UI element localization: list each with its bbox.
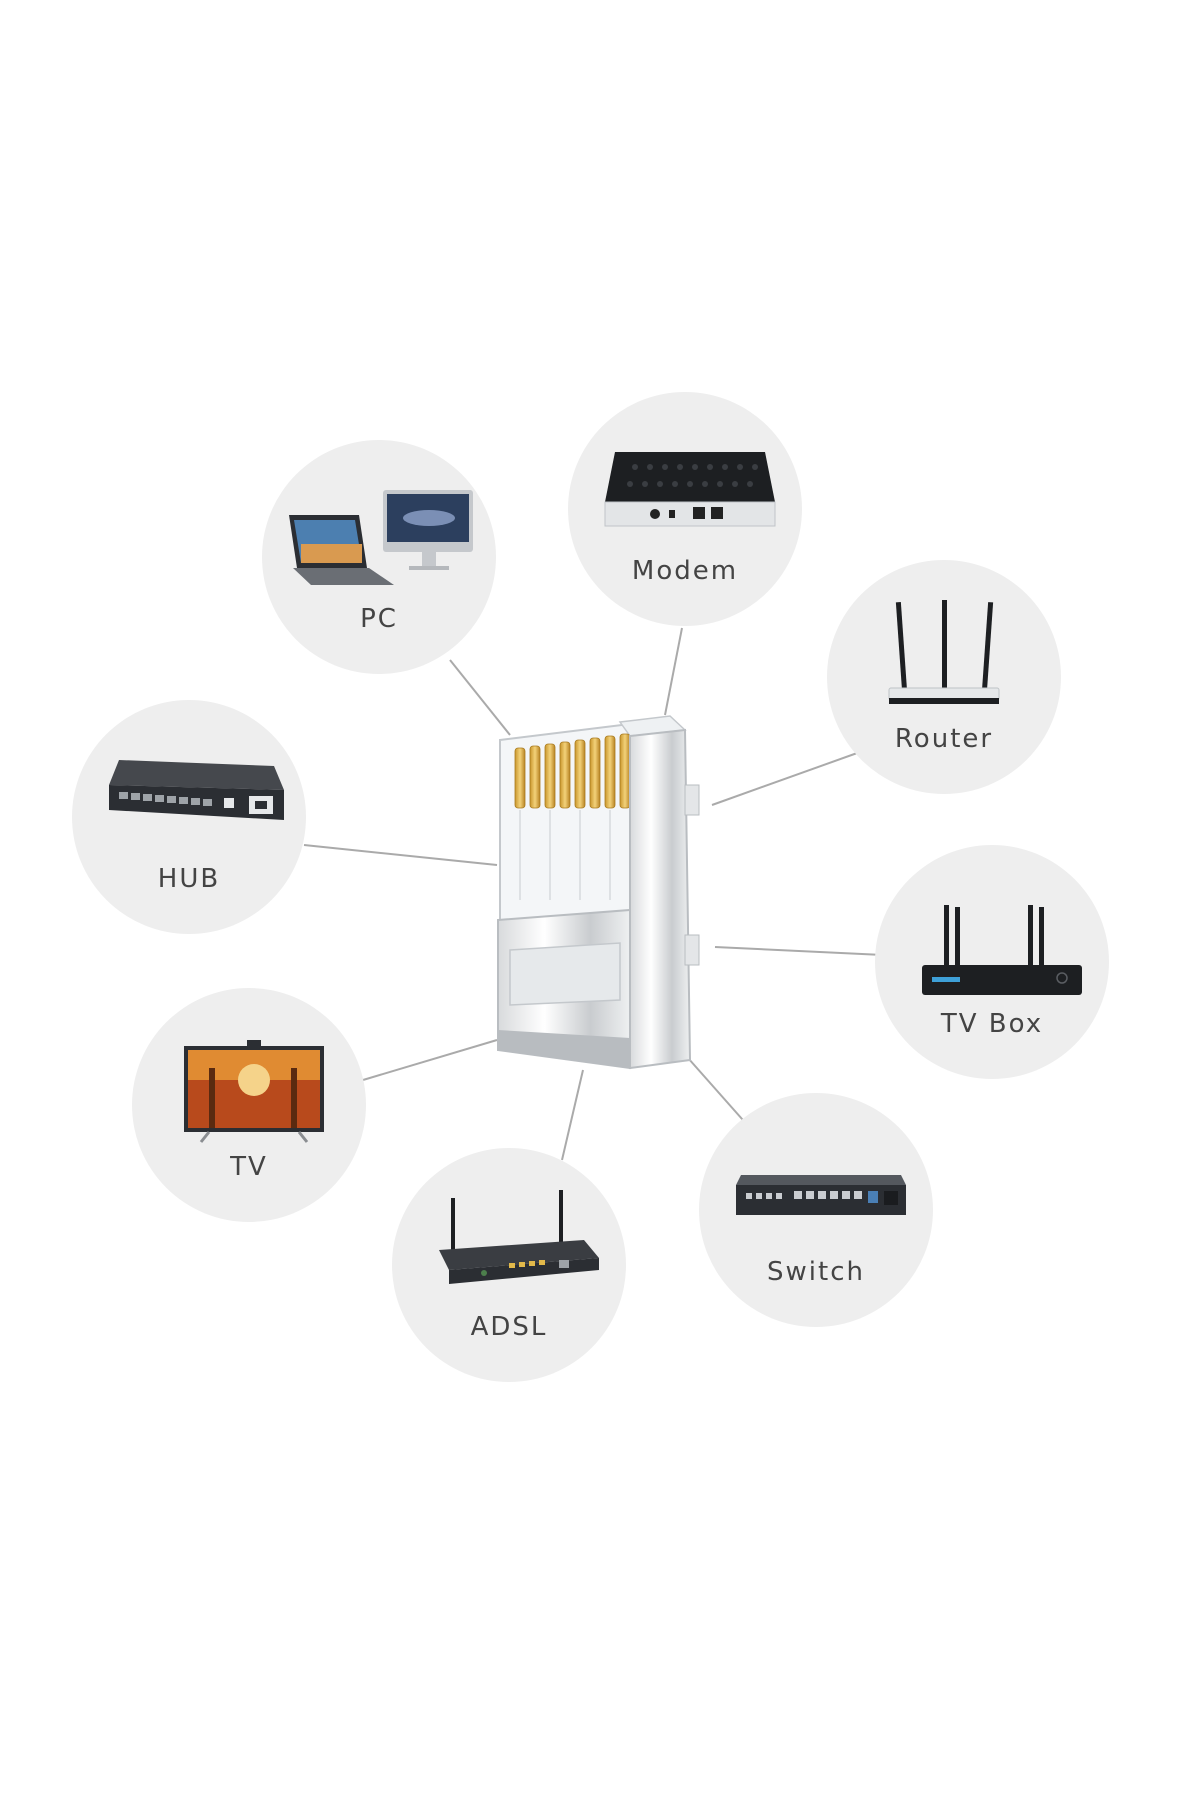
device-bubble-router: Router (827, 560, 1061, 794)
device-bubble-pc: PC (262, 440, 496, 674)
device-label: PC (360, 604, 398, 634)
pc-icon (289, 490, 473, 585)
device-bubble-tvbox: TV Box (875, 845, 1109, 1079)
hub-icon (109, 760, 284, 820)
device-label: Switch (767, 1257, 865, 1287)
device-label: HUB (157, 864, 221, 894)
tv-icon (184, 1040, 324, 1143)
device-bubble-adsl: ADSL (392, 1148, 626, 1382)
rj45-connector (497, 715, 700, 1070)
line-adsl (561, 1069, 584, 1161)
line-router (711, 751, 861, 806)
device-bubble-switch: Switch (699, 1093, 933, 1327)
line-tvbox (714, 946, 884, 956)
router-icon (888, 600, 1000, 704)
device-bubble-hub: HUB (72, 700, 306, 934)
line-modem (664, 627, 683, 716)
modem-icon (604, 452, 776, 527)
device-bubble-tv: TV (132, 988, 366, 1222)
device-label: Router (894, 724, 994, 754)
line-hub (303, 844, 498, 866)
line-switch (687, 1057, 751, 1129)
line-tv (362, 1039, 498, 1081)
line-pc (449, 659, 511, 736)
device-bubble-modem: Modem (568, 392, 802, 626)
switch-icon (736, 1175, 906, 1215)
device-label: TV Box (940, 1009, 1044, 1039)
adsl-icon (439, 1190, 599, 1284)
device-label: Modem (631, 556, 739, 586)
tv-box-icon (922, 905, 1082, 995)
device-label: ADSL (470, 1312, 548, 1342)
device-label: TV (230, 1152, 268, 1182)
